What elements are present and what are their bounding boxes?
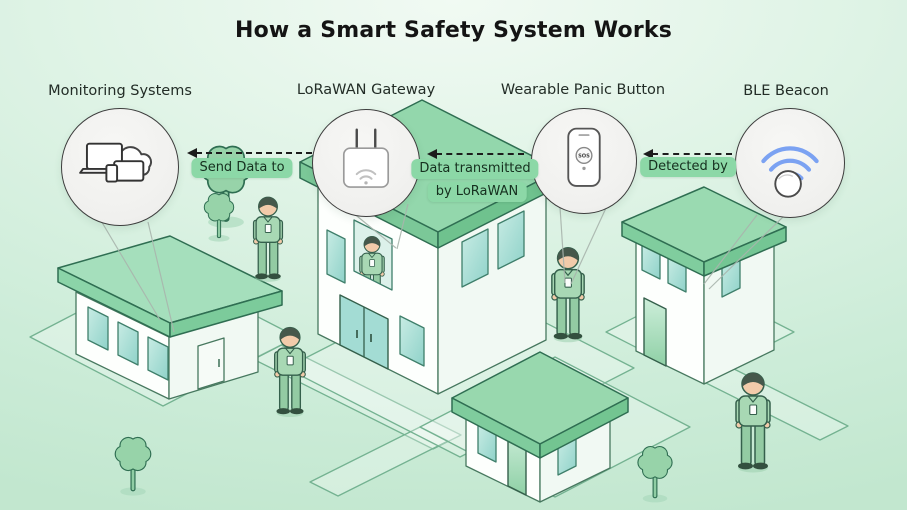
signal-arc bbox=[768, 158, 812, 172]
cloud-devices-icon bbox=[79, 142, 152, 183]
building-right bbox=[621, 186, 787, 385]
tree bbox=[203, 193, 235, 243]
person-walking bbox=[252, 196, 284, 283]
wifi-arc bbox=[355, 169, 377, 176]
tree bbox=[114, 436, 152, 497]
window bbox=[399, 315, 425, 367]
ble-signal-icon bbox=[761, 146, 819, 198]
gateway-router-icon bbox=[342, 128, 390, 188]
callout-line-gateway bbox=[351, 211, 397, 249]
roof-side bbox=[169, 290, 283, 338]
node-circle-lorawan-gateway bbox=[312, 109, 420, 217]
window bbox=[147, 336, 169, 381]
window-frame bbox=[353, 219, 393, 291]
connection-label-data-transmitted-line1: Data transmitted bbox=[411, 159, 539, 180]
callout-line-monitoring bbox=[99, 218, 161, 321]
windows bbox=[87, 306, 169, 381]
sos-button bbox=[575, 146, 593, 165]
arrow-panic-to-gateway bbox=[427, 149, 524, 159]
node-circle-ble-beacon bbox=[735, 108, 845, 218]
arrow-head-icon bbox=[187, 148, 197, 158]
callout-line-gateway bbox=[396, 203, 409, 250]
roof-side bbox=[539, 397, 629, 459]
roof-side bbox=[703, 226, 787, 277]
double-doors bbox=[339, 294, 389, 370]
callout-line-monitoring bbox=[147, 221, 175, 333]
building-small bbox=[451, 351, 629, 503]
window bbox=[87, 306, 109, 351]
node-label-monitoring-systems: Monitoring Systems bbox=[48, 83, 192, 99]
arrow-beacon-to-panic bbox=[643, 149, 732, 159]
callout-line-ble-beacon bbox=[708, 214, 786, 290]
tablet-shape bbox=[113, 160, 145, 182]
sos-device-icon: SOS bbox=[567, 127, 601, 187]
node-label-wearable-panic-button: Wearable Panic Button bbox=[500, 82, 666, 98]
window bbox=[326, 229, 346, 284]
node-circle-monitoring-systems bbox=[61, 108, 179, 226]
sos-text: SOS bbox=[578, 154, 590, 160]
page-title: How a Smart Safety System Works bbox=[234, 18, 673, 43]
callout-line-panic-button bbox=[570, 207, 607, 285]
connection-label-send-data-to: Send Data to bbox=[191, 158, 293, 179]
phone-shape bbox=[105, 164, 119, 183]
beacon-device bbox=[774, 170, 802, 198]
node-label-ble-beacon: BLE Beacon bbox=[743, 83, 829, 99]
window bbox=[117, 321, 139, 366]
arrow-gateway-to-monitoring bbox=[187, 148, 312, 158]
callout-lines bbox=[99, 203, 786, 333]
beacon-highlight bbox=[778, 174, 794, 180]
arrow-head-icon bbox=[643, 149, 653, 159]
arrow-head-icon bbox=[427, 149, 437, 159]
building-left bbox=[57, 235, 283, 400]
callout-line-panic-button bbox=[559, 206, 566, 284]
door bbox=[197, 337, 225, 390]
door bbox=[643, 297, 667, 367]
tree bbox=[637, 446, 673, 503]
connection-label-data-transmitted-line2: by LoRaWAN bbox=[427, 182, 527, 203]
wifi-arc bbox=[359, 175, 373, 180]
node-circle-wearable-panic-button: SOS bbox=[531, 108, 637, 214]
window bbox=[461, 228, 489, 288]
device-dot bbox=[582, 166, 586, 171]
callout-line-ble-beacon bbox=[703, 214, 758, 285]
person-with-panic-button bbox=[551, 247, 585, 343]
connection-label-detected-by: Detected by bbox=[640, 157, 736, 178]
window bbox=[497, 210, 525, 270]
signal-arc bbox=[761, 146, 819, 164]
router-body bbox=[342, 147, 390, 188]
walkway bbox=[699, 365, 849, 441]
wifi-dot bbox=[364, 181, 368, 185]
node-label-lorawan-gateway: LoRaWAN Gateway bbox=[296, 82, 436, 98]
